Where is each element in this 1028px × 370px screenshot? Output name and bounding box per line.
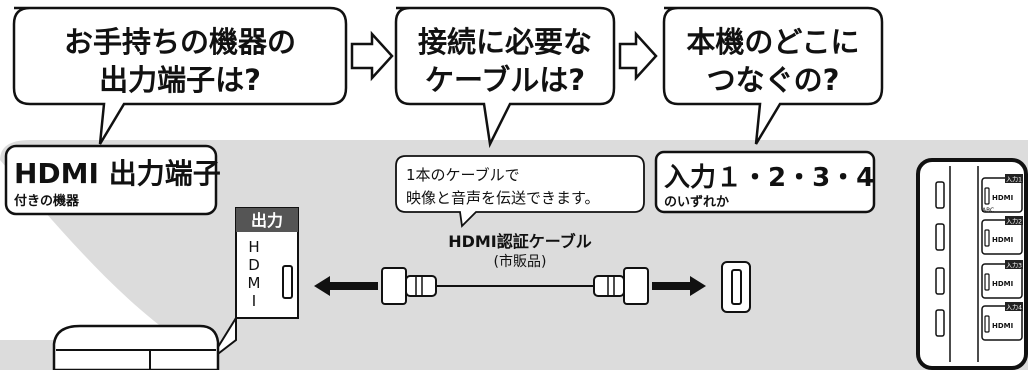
step-bubble-1: お手持ちの機器の 出力端子は?	[12, 6, 348, 145]
arrow-right-icon	[652, 276, 706, 296]
hdmi-logo-3: HDMI	[992, 280, 1013, 288]
input-sub: のいずれか	[664, 194, 729, 210]
step-1-line1: お手持ちの機器の	[64, 25, 296, 59]
port-label-bg	[1005, 260, 1023, 269]
recorder-device-icon	[52, 324, 220, 370]
port-label-bg	[1005, 302, 1023, 311]
cable-tooltip: 1本のケーブルで 映像と音声を伝送できます。	[395, 155, 645, 228]
output-letter-h: H	[248, 238, 259, 256]
port-label-4: 入力4	[1006, 304, 1022, 312]
step-3-line2: つなぐの?	[707, 63, 840, 97]
arc-label: ARC	[982, 207, 994, 214]
right-connector-icon	[623, 267, 649, 305]
port-label-2: 入力2	[1006, 218, 1022, 226]
side-slot-icon	[935, 309, 945, 337]
hdmi-cable	[314, 267, 706, 305]
step-3-line1: 本機のどこに	[686, 25, 859, 59]
cable-note: (市販品)	[494, 253, 547, 270]
hdmi-slot-icon	[984, 273, 990, 291]
tooltip-line2: 映像と音声を伝送できます。	[406, 189, 600, 207]
source-device-box: HDMI 出力端子 付きの機器	[4, 144, 221, 216]
hdmi-slot-icon	[984, 315, 990, 333]
left-connector-icon	[381, 267, 407, 305]
flow-arrow-1-icon	[350, 30, 394, 82]
output-letter-m: M	[248, 274, 261, 292]
side-slot-icon	[935, 181, 945, 209]
input-title: 入力１・2・3・4	[664, 163, 874, 193]
port-label-3: 入力3	[1006, 262, 1022, 270]
output-label: 出力	[251, 211, 283, 230]
port-label-bg	[1005, 174, 1023, 183]
flow-arrow-2-icon	[618, 30, 658, 82]
source-sub: 付きの機器	[14, 193, 80, 209]
background-curve	[0, 160, 180, 340]
step-1-line2: 出力端子は?	[99, 63, 261, 97]
tv-port-1	[981, 177, 1023, 213]
tv-hdmi-port-icon	[721, 261, 751, 313]
hdmi-logo-1: HDMI	[992, 194, 1013, 202]
side-slot-icon	[935, 267, 945, 295]
hdmi-slot-icon	[984, 187, 990, 205]
output-hdmi-port-icon	[282, 265, 293, 299]
tv-port-3	[981, 263, 1023, 299]
step-2-line2: ケーブルは?	[425, 63, 585, 97]
output-panel: 出力 H D M I	[209, 207, 299, 361]
output-letter-i: I	[252, 292, 256, 310]
cable-name: HDMI認証ケーブル	[448, 232, 592, 251]
step-2-line1: 接続に必要な	[418, 25, 592, 59]
step-bubble-3: 本機のどこに つなぐの?	[662, 6, 884, 145]
arrow-left-icon	[314, 276, 378, 296]
tooltip-line1: 1本のケーブルで	[406, 166, 520, 184]
tv-port-2	[981, 219, 1023, 255]
hdmi-logo-4: HDMI	[992, 322, 1013, 330]
tv-port-4	[981, 305, 1023, 341]
step-bubble-2: 接続に必要な ケーブルは?	[394, 6, 616, 149]
hdmi-slot-icon	[984, 229, 990, 247]
port-label-bg	[1005, 216, 1023, 225]
side-slot-icon	[935, 223, 945, 251]
source-title: HDMI 出力端子	[14, 157, 221, 190]
output-letter-d: D	[248, 256, 260, 274]
input-box: 入力１・2・3・4 のいずれか	[654, 150, 876, 214]
port-label-1: 入力1	[1006, 176, 1022, 184]
hdmi-logo-2: HDMI	[992, 236, 1013, 244]
